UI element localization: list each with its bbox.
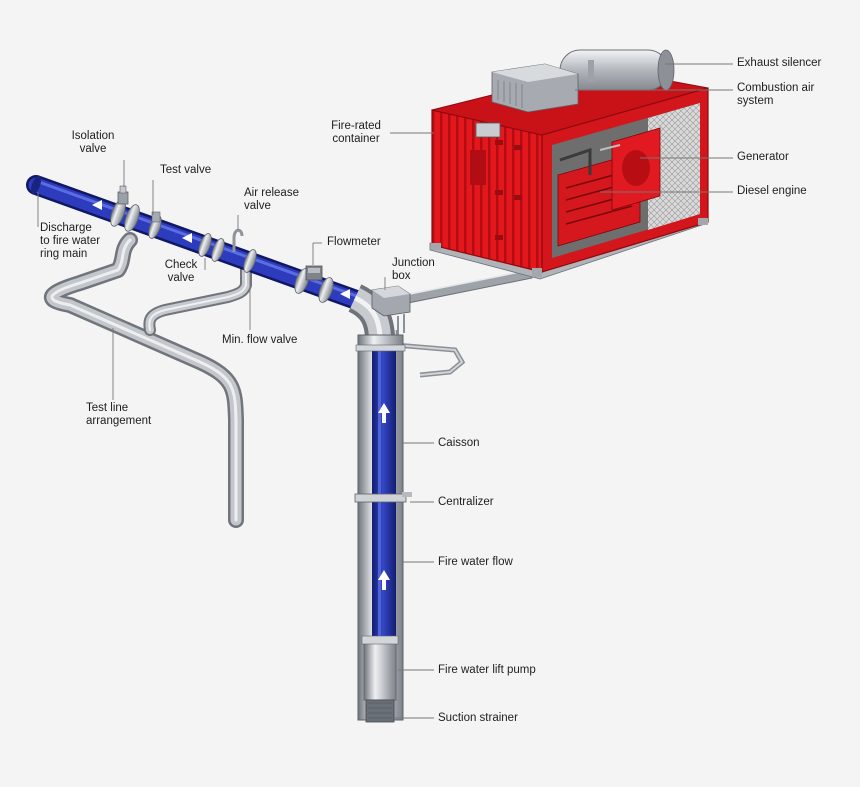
label-min-flow-valve: Min. flow valve <box>222 334 298 346</box>
test-line-arrangement <box>43 232 252 528</box>
label-junction-box-line1: Junction <box>392 257 435 269</box>
label-exhaust-silencer: Exhaust silencer <box>737 57 822 69</box>
label-check-valve-line2: valve <box>167 272 195 284</box>
cable-tray <box>392 269 533 378</box>
caisson <box>354 334 412 723</box>
label-combustion-air-line2: system <box>737 95 774 107</box>
combustion-air-unit <box>491 63 579 113</box>
label-caisson: Caisson <box>438 437 480 449</box>
label-lift-pump: Fire water lift pump <box>438 664 536 676</box>
fire-rated-container <box>429 67 709 280</box>
label-discharge-line1: Discharge <box>40 222 92 234</box>
discharge-pipe <box>26 175 395 341</box>
label-air-release-line2: valve <box>244 200 271 212</box>
label-suction-strainer: Suction strainer <box>438 712 518 724</box>
label-generator: Generator <box>737 151 789 163</box>
label-test-line-line1: Test line <box>86 402 129 414</box>
label-test-valve: Test valve <box>160 164 212 176</box>
label-discharge-line2: to fire water <box>40 235 101 247</box>
label-fire-rated-line2: container <box>332 133 380 145</box>
exhaust-silencer-assembly <box>559 49 675 91</box>
label-combustion-air-line1: Combustion air <box>737 82 815 94</box>
label-isolation-valve-line1: Isolation <box>71 130 115 142</box>
leader-lines <box>37 63 733 719</box>
label-air-release-line1: Air release <box>244 187 299 199</box>
junction-box <box>371 285 411 335</box>
label-isolation-valve-line2: valve <box>79 143 107 155</box>
label-check-valve-line1: Check <box>164 259 198 271</box>
label-discharge-line3: ring main <box>40 248 88 260</box>
label-fire-water-flow: Fire water flow <box>438 556 513 568</box>
label-centralizer: Centralizer <box>438 496 494 508</box>
label-test-line-line2: arrangement <box>86 415 152 427</box>
label-fire-rated-line1: Fire-rated <box>331 120 381 132</box>
label-diesel-engine: Diesel engine <box>737 185 807 197</box>
label-flowmeter: Flowmeter <box>327 236 381 248</box>
label-junction-box-line2: box <box>392 270 411 282</box>
